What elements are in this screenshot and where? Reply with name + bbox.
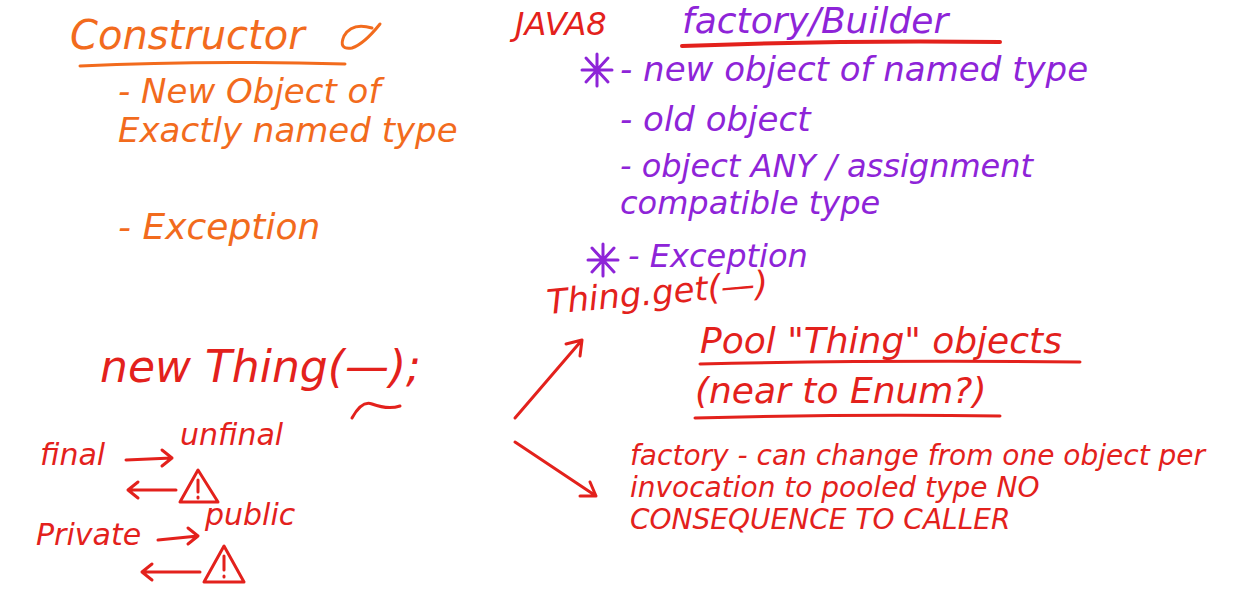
arrow	[515, 442, 596, 496]
underline	[682, 42, 1000, 47]
arrow	[128, 482, 176, 498]
arrow	[515, 340, 582, 418]
note-text: - old object	[620, 100, 811, 139]
star-mark	[582, 54, 612, 86]
arrow	[158, 528, 198, 544]
heading-text: Constructor	[70, 12, 305, 58]
code-text: new Thing(—);	[100, 342, 421, 393]
star-mark	[588, 244, 618, 276]
note-text: - new object of named type	[620, 50, 1088, 89]
pointer-mark	[352, 403, 400, 418]
keyword-text: Private	[36, 518, 141, 553]
keyword-text: public	[205, 498, 295, 533]
note-text: factory - can change from one object per…	[630, 440, 1220, 537]
heading-text: JAVA8	[515, 6, 607, 43]
keyword-text: unfinal	[180, 418, 283, 453]
note-text: - object ANY / assignment compatible typ…	[620, 148, 1180, 222]
arrow	[142, 564, 200, 580]
code-text: Thing.get(—)	[545, 264, 770, 322]
alpha-symbol	[342, 24, 380, 48]
arrow	[126, 450, 172, 466]
warning-triangle	[204, 546, 244, 582]
heading-text: factory/Builder	[682, 0, 948, 41]
note-text: - New Object of Exactly named type	[118, 72, 498, 150]
note-text: Pool "Thing" objects	[700, 320, 1062, 361]
note-text: (near to Enum?)	[695, 370, 987, 411]
underline	[700, 361, 1080, 364]
keyword-text: final	[40, 438, 105, 473]
underline	[695, 415, 1000, 418]
underline	[80, 62, 345, 66]
note-text: - Exception	[118, 206, 320, 247]
